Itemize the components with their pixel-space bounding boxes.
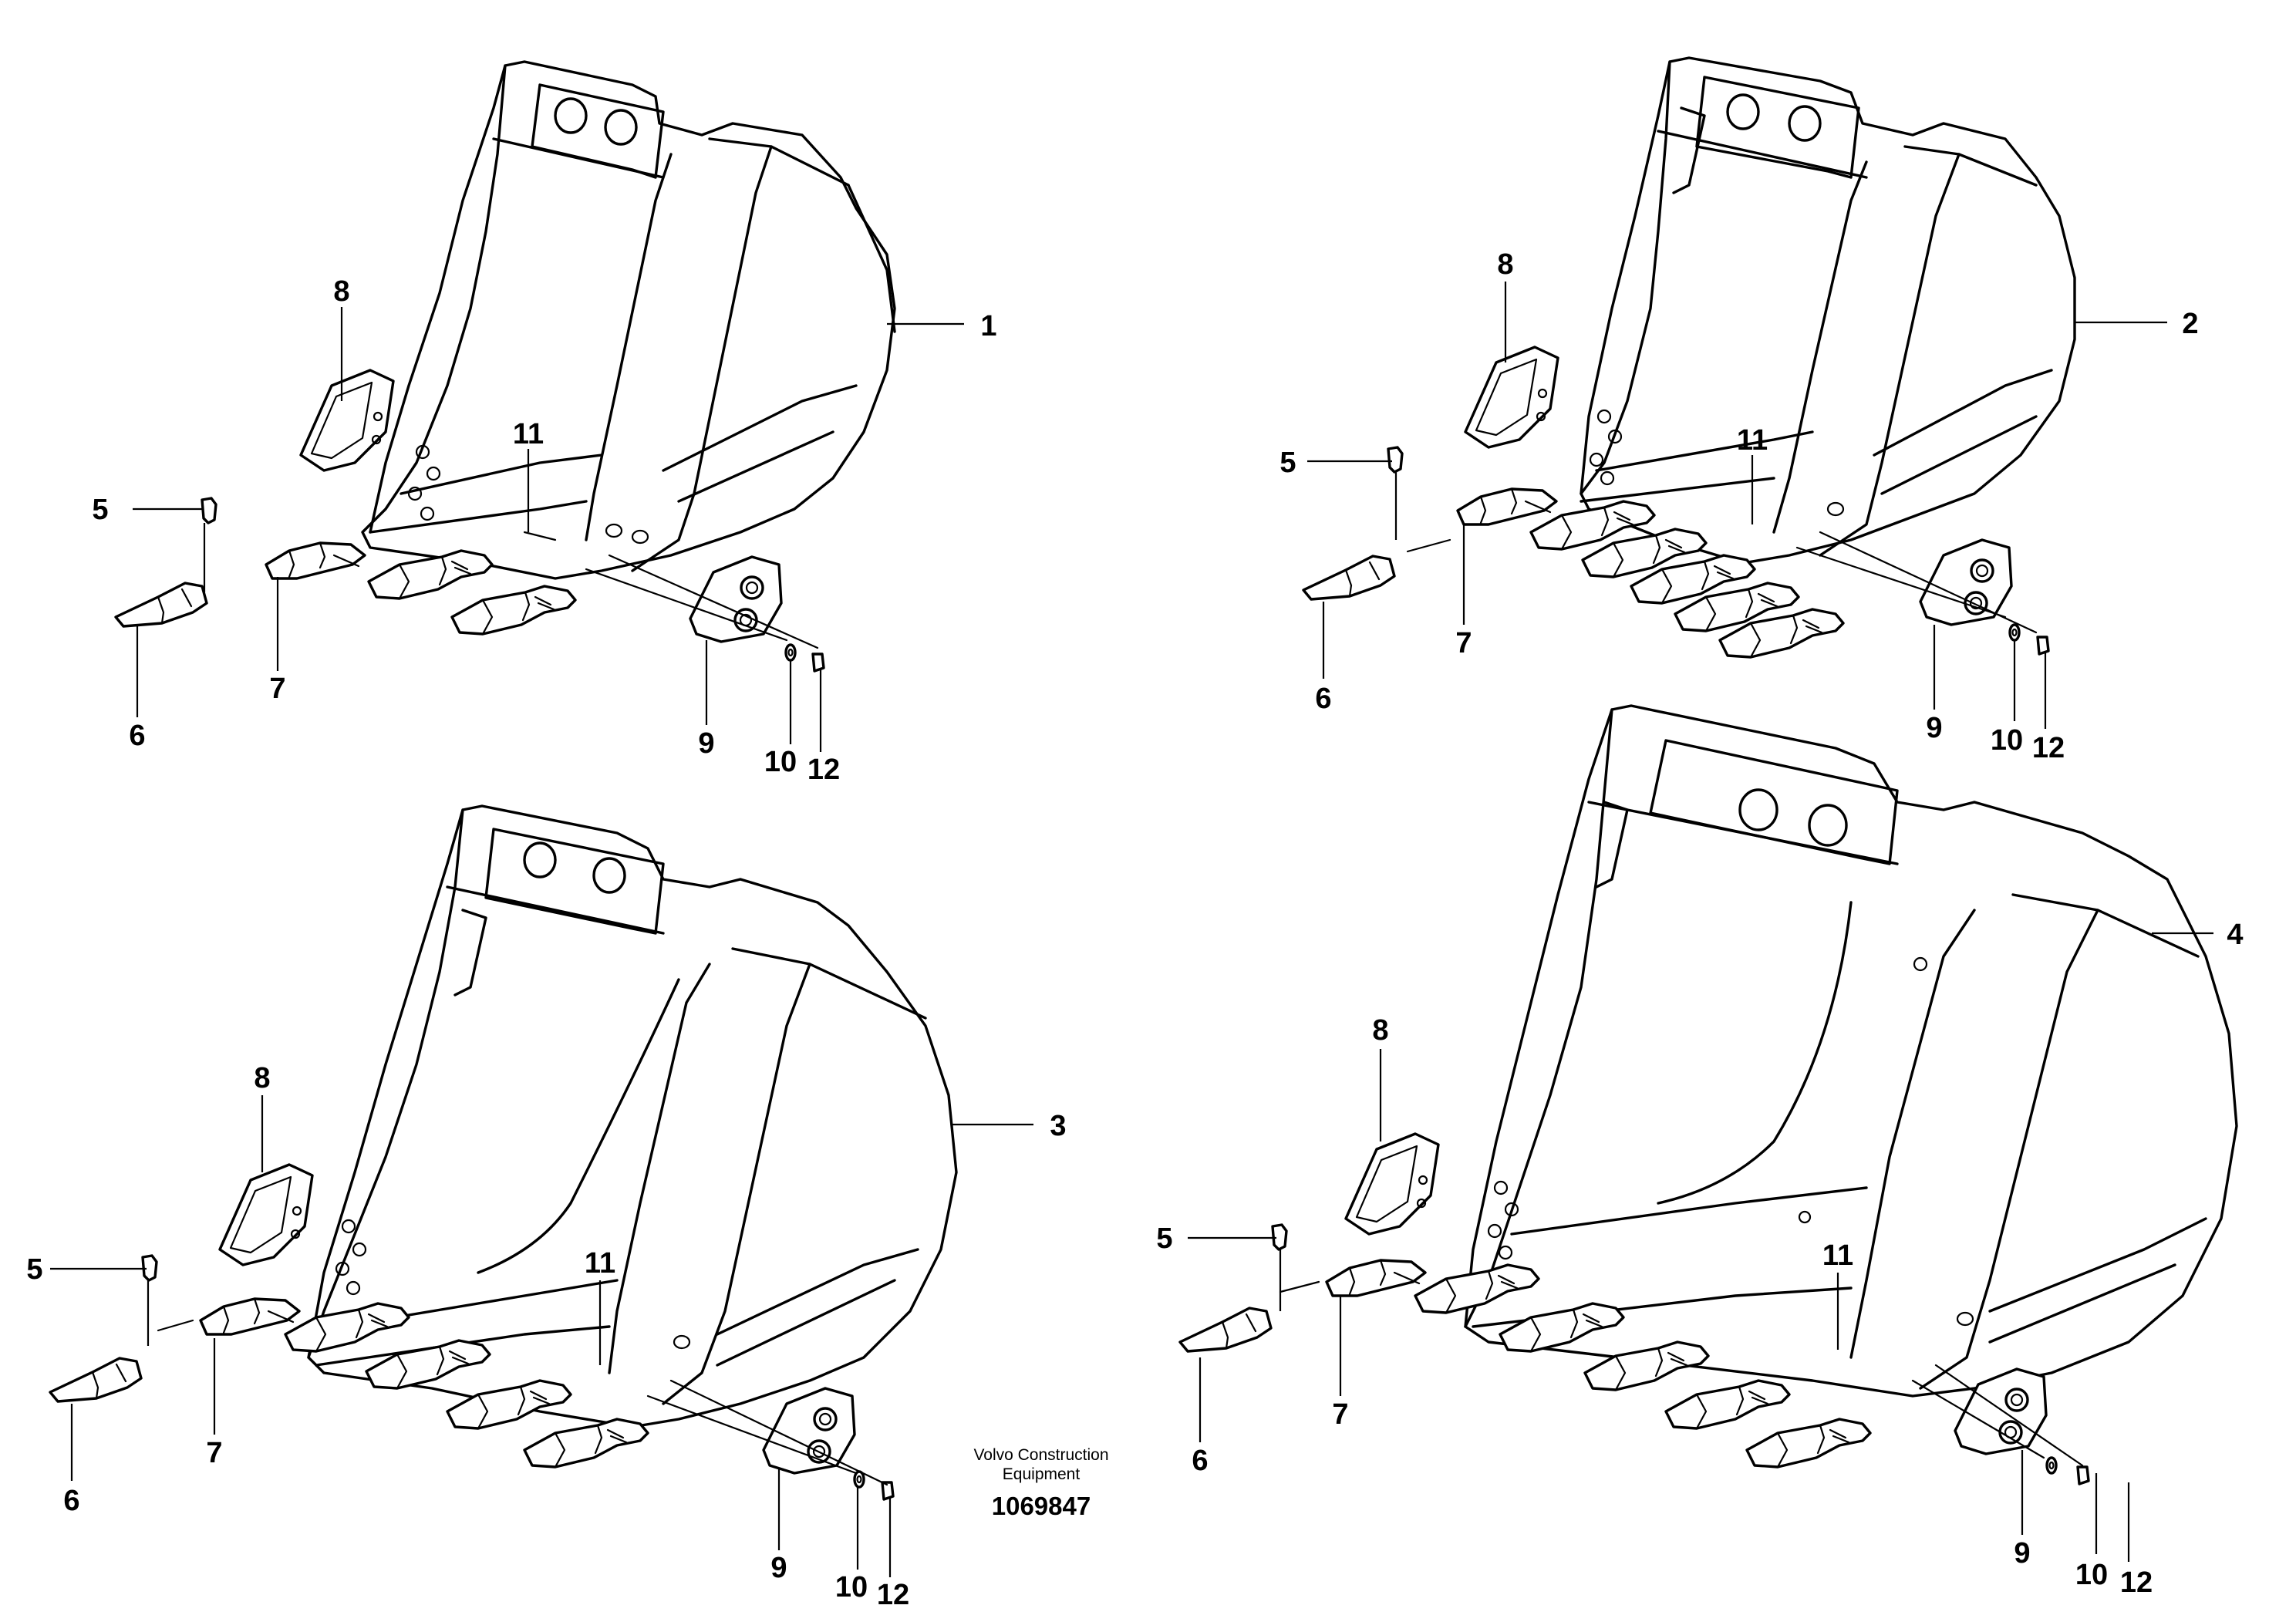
lock-pin-5-v2 bbox=[1387, 446, 1404, 474]
washer-10-v1 bbox=[784, 643, 797, 662]
bolt-12-v1 bbox=[811, 653, 825, 673]
bolt-12-v4 bbox=[2076, 1465, 2090, 1485]
washer-10-v4 bbox=[2045, 1456, 2058, 1475]
tooth-b-v1 bbox=[450, 585, 577, 636]
callout-9-v3: 9 bbox=[770, 1552, 787, 1584]
callout-6-v4: 6 bbox=[1192, 1445, 1208, 1477]
callout-7-v2: 7 bbox=[1455, 627, 1472, 659]
company-name-line2: Equipment bbox=[1003, 1465, 1081, 1483]
side-cutter-9-v1 bbox=[689, 555, 783, 643]
callout-12-v1: 12 bbox=[807, 754, 840, 786]
callout-10-v2: 10 bbox=[1991, 724, 2023, 757]
tip-6-v4 bbox=[1178, 1307, 1273, 1353]
callout-8-v2: 8 bbox=[1497, 248, 1513, 281]
lock-pin-5-v1 bbox=[201, 497, 217, 524]
tip-6-v2 bbox=[1302, 555, 1396, 601]
tooth-a-v1 bbox=[367, 549, 494, 600]
bucket-view-4: 4 8 11 5 7 6 9 10 12 bbox=[1156, 704, 2244, 1599]
side-cutter-8-v2 bbox=[1464, 346, 1559, 449]
callout-4: 4 bbox=[2227, 919, 2243, 951]
bucket-view-2: 2 8 11 5 7 6 9 10 12 bbox=[1279, 56, 2199, 764]
tooth-e-v4 bbox=[1745, 1418, 1872, 1469]
callout-9-v2: 9 bbox=[1926, 712, 1942, 744]
side-cutter-8-v1 bbox=[299, 369, 395, 472]
bucket-view-1: 1 8 11 5 7 6 9 10 12 bbox=[92, 60, 997, 786]
callout-6-v1: 6 bbox=[129, 720, 145, 752]
adapter-7-v3 bbox=[199, 1297, 301, 1336]
tooth-d-v3 bbox=[523, 1418, 649, 1469]
callout-12-v4: 12 bbox=[2120, 1566, 2153, 1599]
callout-5-v4: 5 bbox=[1156, 1222, 1172, 1255]
callout-10-v1: 10 bbox=[764, 746, 797, 778]
callout-12-v3: 12 bbox=[877, 1579, 909, 1611]
callout-11-v4: 11 bbox=[1822, 1239, 1853, 1272]
callout-9-v1: 9 bbox=[698, 727, 714, 760]
callout-12-v2: 12 bbox=[2032, 732, 2065, 764]
callout-6-v3: 6 bbox=[63, 1485, 79, 1517]
adapter-7-v1 bbox=[265, 541, 366, 580]
side-cutter-8-v3 bbox=[218, 1163, 314, 1266]
callout-8-v1: 8 bbox=[333, 275, 349, 308]
callout-10-v4: 10 bbox=[2075, 1559, 2108, 1591]
drawing-number: 1069847 bbox=[992, 1492, 1091, 1520]
washer-10-v2 bbox=[2008, 623, 2021, 642]
callout-5-v2: 5 bbox=[1279, 447, 1296, 479]
callout-7-v1: 7 bbox=[269, 673, 285, 705]
tip-6-v1 bbox=[114, 582, 208, 628]
callout-3: 3 bbox=[1050, 1110, 1066, 1142]
tooth-d-v4 bbox=[1664, 1379, 1791, 1430]
adapter-7-v2 bbox=[1456, 487, 1558, 526]
bolt-12-v2 bbox=[2036, 636, 2050, 656]
bucket-view-3: 3 8 11 5 7 6 9 10 12 bbox=[26, 804, 1067, 1611]
company-name-line1: Volvo Construction bbox=[973, 1446, 1108, 1464]
callout-7-v4: 7 bbox=[1332, 1398, 1348, 1431]
callout-6-v2: 6 bbox=[1315, 683, 1331, 715]
callout-1: 1 bbox=[980, 310, 996, 342]
callout-5-v3: 5 bbox=[26, 1253, 42, 1286]
side-cutter-9-v2 bbox=[1919, 538, 2013, 626]
callout-8-v3: 8 bbox=[254, 1062, 270, 1094]
bucket-body-1 bbox=[361, 60, 896, 580]
callout-9-v4: 9 bbox=[2014, 1537, 2030, 1570]
side-cutter-8-v4 bbox=[1344, 1132, 1440, 1236]
drawing-footer: Volvo Construction Equipment 1069847 bbox=[973, 1446, 1108, 1520]
callout-5-v1: 5 bbox=[92, 494, 108, 526]
bucket-body-3 bbox=[307, 804, 958, 1428]
tip-6-v3 bbox=[49, 1357, 143, 1403]
adapter-7-v4 bbox=[1325, 1259, 1427, 1297]
bucket-body-4 bbox=[1464, 704, 2238, 1398]
callout-2: 2 bbox=[2182, 308, 2198, 340]
callout-11-v1: 11 bbox=[513, 418, 544, 450]
callout-11-v3: 11 bbox=[585, 1247, 615, 1280]
side-cutter-9-v3 bbox=[762, 1387, 856, 1475]
callout-8-v4: 8 bbox=[1372, 1014, 1388, 1047]
callout-7-v3: 7 bbox=[206, 1437, 222, 1469]
callout-10-v3: 10 bbox=[835, 1571, 868, 1603]
callout-11-v2: 11 bbox=[1737, 424, 1768, 457]
bucket-body-2 bbox=[1580, 56, 2076, 565]
